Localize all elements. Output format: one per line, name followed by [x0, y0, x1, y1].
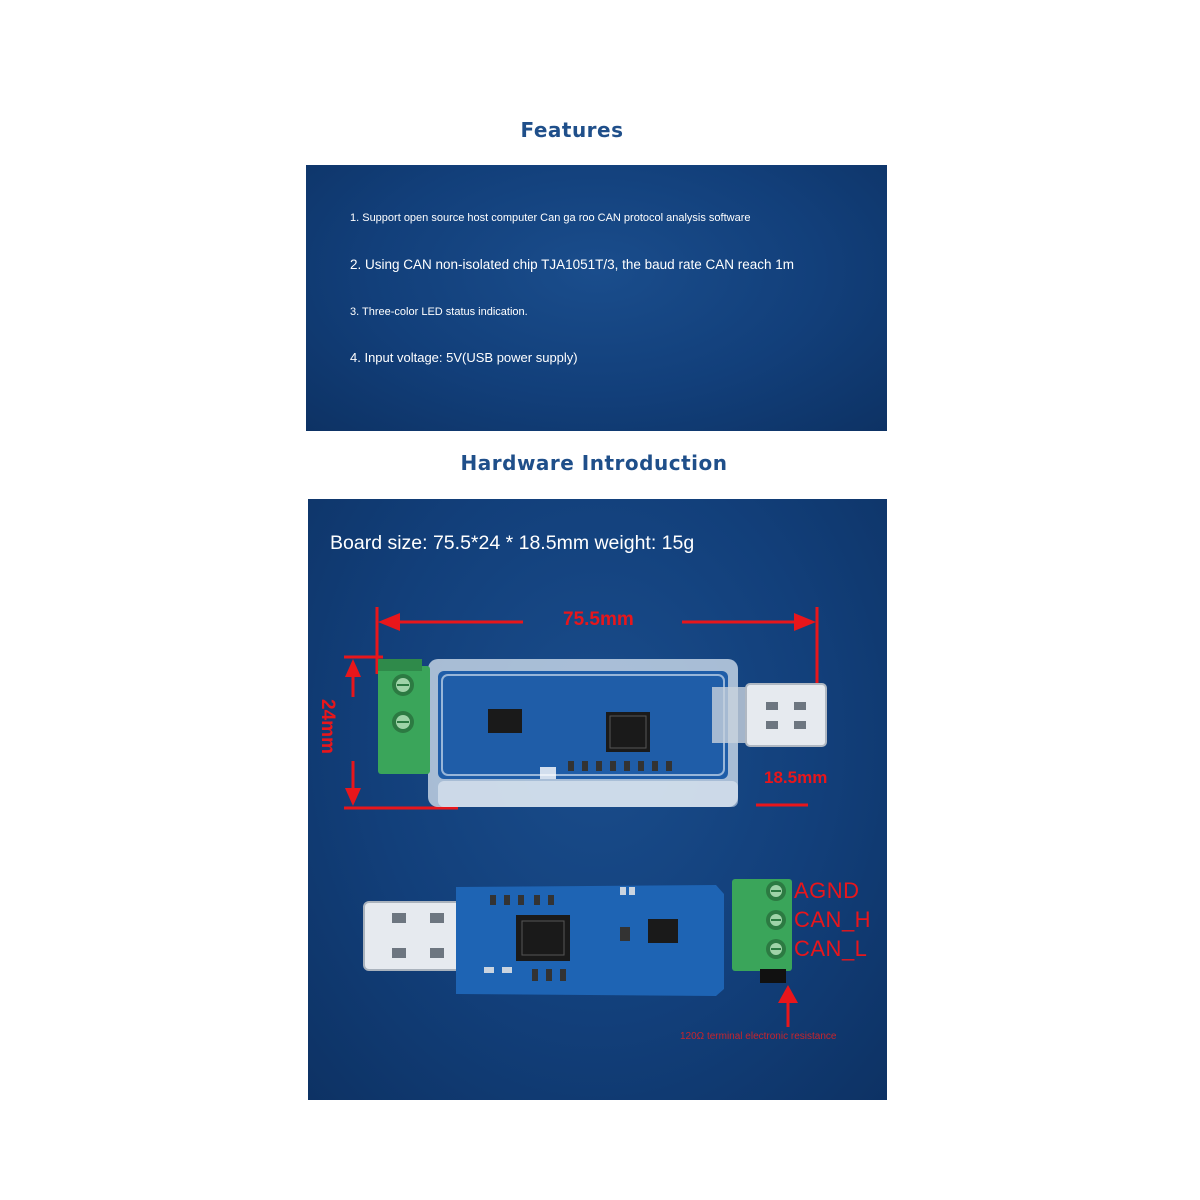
pin-label-can-l: CAN_L — [794, 936, 868, 961]
hardware-panel: Board size: 75.5*24 * 18.5mm weight: 15g — [308, 499, 887, 1100]
device-in-case — [428, 659, 738, 807]
dimension-arrow-icon — [778, 985, 798, 1027]
features-panel: 1. Support open source host computer Can… — [306, 165, 887, 431]
feature-item: 2. Using CAN non-isolated chip TJA1051T/… — [350, 257, 794, 272]
pin-label-can-h: CAN_H — [794, 907, 872, 932]
feature-item: 3. Three-color LED status indication. — [350, 306, 528, 318]
usb-connector-icon — [712, 683, 827, 747]
hardware-illustration — [344, 607, 827, 1027]
feature-item: 4. Input voltage: 5V(USB power supply) — [350, 350, 578, 365]
height-dimension-label: 18.5mm — [764, 768, 828, 787]
feature-item: 1. Support open source host computer Can… — [350, 212, 751, 224]
resistor-note: 120Ω terminal electronic resistance — [680, 1031, 837, 1042]
hardware-heading: Hardware Introduction — [460, 451, 728, 475]
width-dimension-label: 24mm — [317, 699, 338, 754]
pin-label-agnd: AGND — [794, 878, 860, 903]
length-dimension-label: 75.5mm — [563, 609, 634, 630]
terminal-block-icon — [732, 879, 792, 983]
features-heading: Features — [520, 118, 624, 142]
pcb-board — [456, 885, 724, 996]
terminal-block-icon — [378, 659, 430, 774]
board-size-text: Board size: 75.5*24 * 18.5mm weight: 15g — [330, 532, 695, 554]
usb-connector-icon — [363, 901, 469, 971]
